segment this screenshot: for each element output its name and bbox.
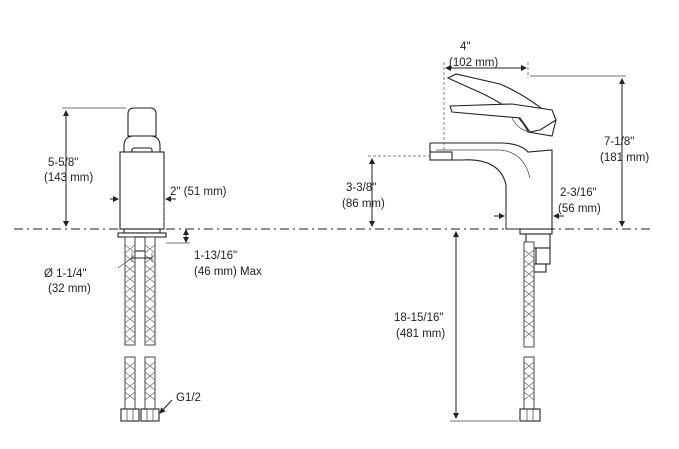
side-lever-arm <box>449 103 557 133</box>
side-washer <box>519 228 553 235</box>
base-dim-line2: (56 mm) <box>558 203 601 215</box>
overall-height-dim-line1: 7-1/8" <box>604 136 634 148</box>
deck-thickness-dim-line2: (46 mm) Max <box>194 266 262 278</box>
hose-length-dim-line2: (481 mm) <box>396 328 445 340</box>
side-hose <box>523 241 535 348</box>
front-body <box>119 151 165 230</box>
side-body <box>429 142 553 230</box>
front-handle <box>127 107 157 137</box>
front-hose-right <box>144 236 156 346</box>
hole-diameter-dim-line2: (32 mm) <box>48 283 91 295</box>
front-height-dim-line2: (143 mm) <box>44 172 93 184</box>
front-nut-right <box>140 408 160 422</box>
front-washer <box>123 228 161 234</box>
front-nut-left <box>120 408 140 422</box>
hole-diameter-dim-line1: Ø 1-1/4" <box>44 268 86 280</box>
reach-dim-line2: (102 mm) <box>449 57 498 69</box>
thread-label: G1/2 <box>176 392 201 404</box>
spout-height-dim-line1: 3-3/8" <box>346 182 376 194</box>
side-aerator <box>429 151 453 161</box>
spout-height-dim-line2: (86 mm) <box>342 198 385 210</box>
base-dim-line1: 2-3/16" <box>560 187 597 199</box>
side-view <box>368 62 626 422</box>
overall-height-dim-line2: (181 mm) <box>600 152 649 164</box>
side-nut <box>519 408 541 422</box>
front-width-dim: 2" (51 mm) <box>170 186 227 198</box>
front-hose-left <box>124 236 136 346</box>
front-height-dim-line1: 5-5/8" <box>48 157 78 169</box>
hose-length-dim-line1: 18-15/16" <box>394 312 443 324</box>
front-hose-mesh <box>124 244 156 401</box>
front-mount-plate <box>117 232 167 238</box>
front-view <box>62 107 190 422</box>
side-valve <box>535 247 551 265</box>
side-valve-tip <box>533 263 547 273</box>
reach-dim-line1: 4" <box>460 41 470 53</box>
deck-thickness-dim-line1: 1-13/16" <box>194 250 237 262</box>
